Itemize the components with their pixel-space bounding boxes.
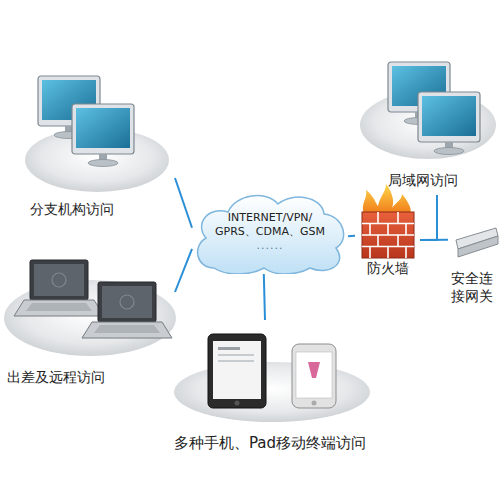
node-label: 安全连接网关 [451,270,495,305]
lan-computers [360,62,496,159]
screen-line [218,347,240,350]
gateway-node: 安全连接网关 [448,222,498,307]
network-link [420,195,437,240]
cloud-path [198,196,344,274]
remote-access-group: 出差及远程访问 [5,250,175,390]
screen-line [218,354,254,356]
laptop [14,260,104,316]
branch-computers [25,76,169,192]
tablet [208,334,266,408]
internet-cloud: INTERNET/VPN/ GPRS、CDMA、GSM...... [192,190,348,274]
network-link [175,249,192,292]
mortar-lines [362,212,414,258]
home-button [235,401,240,406]
screen-line [218,360,254,362]
shadow-ellipse [174,362,370,422]
network-link [175,178,192,228]
mobile-devices [174,334,370,422]
network-link [264,274,265,320]
node-label: 多种手机、Pad移动终端访问 [174,434,366,453]
flame [363,184,411,214]
firewall-node: 防火墙 [355,195,420,280]
node-label: 分支机构访问 [30,201,114,219]
device-front [458,236,498,257]
node-label: 防火墙 [367,260,409,278]
shadow-ellipse [360,91,496,159]
brick-wall [362,212,414,258]
monitor [72,104,134,167]
mobile-access-group: 多种手机、Pad移动终端访问 [130,320,410,455]
node-label: 出差及远程访问 [7,369,105,387]
laptop [82,282,172,338]
node-label: 局域网访问 [388,172,458,190]
monitor [418,92,480,155]
cloud-label: ...... [257,239,284,253]
firewall-icon [362,184,414,258]
phone-logo [308,362,320,378]
tablet-screen [213,341,261,399]
network-link [348,235,355,237]
lan-access-group: 局域网访问 [350,55,495,195]
phone [292,344,336,408]
gateway-device [456,228,498,257]
network-link [420,239,448,241]
home-button [312,401,317,406]
phone-screen [296,352,332,398]
branch-access-group: 分支机构访问 [25,70,175,220]
remote-laptops [4,260,176,356]
cloud-label: INTERNET/VPN/ GPRS、CDMA、GSM [210,211,330,239]
